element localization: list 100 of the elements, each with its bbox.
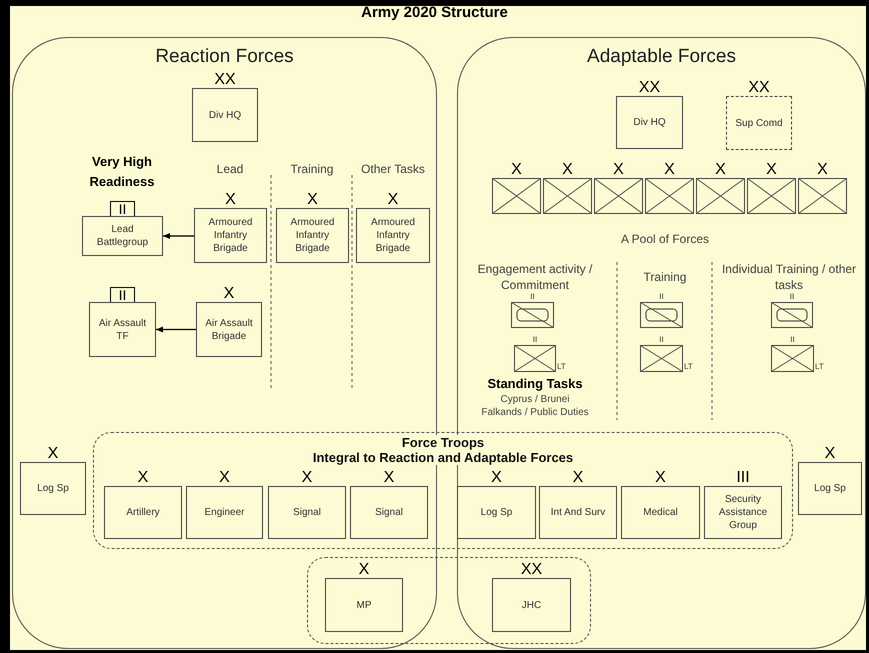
force-panel [12,37,437,649]
unit-box [616,96,683,149]
text-label: Very High Readiness [88,153,156,190]
echelon-marker: X [358,562,370,578]
echelon-marker: X [655,470,666,486]
infantry-brigade-symbol [543,161,592,214]
unit-label: Div HQ [208,108,242,122]
unit-box [196,302,262,357]
echelon-marker: X [562,162,573,178]
text-label: Training [290,161,334,178]
unit-box [276,208,349,263]
text-label: Falkands / Public Duties [481,406,589,420]
unit-label: Air Assault Brigade [204,316,254,342]
echelon-marker: X [511,162,522,178]
unit-label: Air Assault TF [98,316,148,342]
unit-modifier: LT [684,362,693,372]
echelon-marker: X [307,192,318,208]
unit-label: Sup Comd [735,116,783,130]
echelon-marker: XX [748,80,770,96]
echelon-marker: X [572,470,584,486]
unit-box [325,578,403,632]
echelon-marker: X [302,470,312,486]
unit-label: Log Sp [814,482,846,495]
echelon-marker: X [224,286,234,302]
unit-box [704,486,782,539]
echelon-marker: X [766,162,777,178]
panel-heading: Reaction Forces [155,45,294,69]
text-label: Other Tasks [361,161,425,178]
unit-label: Artillery [126,506,160,519]
unit-label: Engineer [204,506,245,519]
echelon-marker: II [530,292,535,302]
echelon-marker: X [613,162,624,178]
text-label: A Pool of Forces [620,231,710,248]
unit-label: Log Sp [37,482,69,495]
echelon-marker: X [219,470,230,486]
text-label: Cyprus / Brunei [500,393,570,407]
unit-label: Security Assistance Group [718,493,768,532]
unit-label: Medical [643,506,678,519]
unit-label: Int And Surv [550,506,606,519]
unit-box [798,462,862,515]
unit-box [194,208,267,263]
unit-label: Log Sp [480,506,512,519]
unit-label: Armoured Infantry Brigade [290,216,336,255]
unit-box [539,486,617,539]
unit-modifier: LT [557,362,566,372]
unit-box [20,462,86,515]
unit-label: Div HQ [633,116,666,129]
text-label: Lead [216,161,244,178]
infantry-brigade-symbol [594,161,643,214]
unit-box [89,302,156,357]
echelon-marker: X [664,162,675,178]
unit-label: MP [356,598,372,612]
echelon-marker: X [48,446,58,462]
echelon-marker: X [824,446,836,462]
echelon-marker: X [384,470,394,486]
echelon-marker: X [817,162,828,178]
unit-box [186,486,263,539]
infantry-brigade-symbol [747,161,796,214]
unit-box [356,208,430,263]
echelon-marker: XX [520,562,542,578]
infantry-brigade-symbol [696,161,745,214]
echelon-marker: II [532,335,538,345]
echelon-marker: X [138,470,148,486]
echelon-marker: XX [214,72,236,88]
unit-box [726,96,792,150]
unit-label: Armoured Infantry Brigade [370,216,416,255]
arrow [156,326,196,332]
unit-box [457,486,536,539]
arrow [163,233,194,239]
unit-label: Armoured Infantry Brigade [208,216,254,255]
echelon-marker: XX [638,80,660,96]
infantry-brigade-symbol [645,161,694,214]
infantry-brigade-symbol [492,161,541,214]
unit-box [104,486,182,539]
unit-box [350,486,428,539]
echelon-marker: II [790,292,794,302]
echelon-marker: II [659,292,664,302]
echelon-marker: X [491,470,502,486]
unit-box [82,216,163,256]
text-label: Training [644,269,686,286]
unit-label: Signal [375,506,403,519]
diagram-title: Army 2020 Structure [361,6,508,22]
echelon-marker: III [736,470,750,486]
panel-heading: Adaptable Forces [587,45,736,69]
unit-label: JHC [522,598,542,612]
unit-box [192,88,258,142]
unit-label: Signal [293,506,321,519]
unit-modifier: LT [815,362,824,372]
echelon-marker: X [388,192,398,208]
echelon-marker: II [790,335,795,345]
unit-box [492,578,571,632]
text-label: Engagement activity / Commitment [476,261,594,293]
echelon-marker: II [659,335,664,345]
unit-box [621,486,700,539]
unit-box [268,486,346,539]
text-label: Individual Training / other tasks [720,261,858,293]
unit-label: Lead Battlegroup [96,223,150,249]
echelon-marker: X [225,192,236,208]
echelon-marker: X [715,162,726,178]
text-label: Standing Tasks [487,375,583,393]
